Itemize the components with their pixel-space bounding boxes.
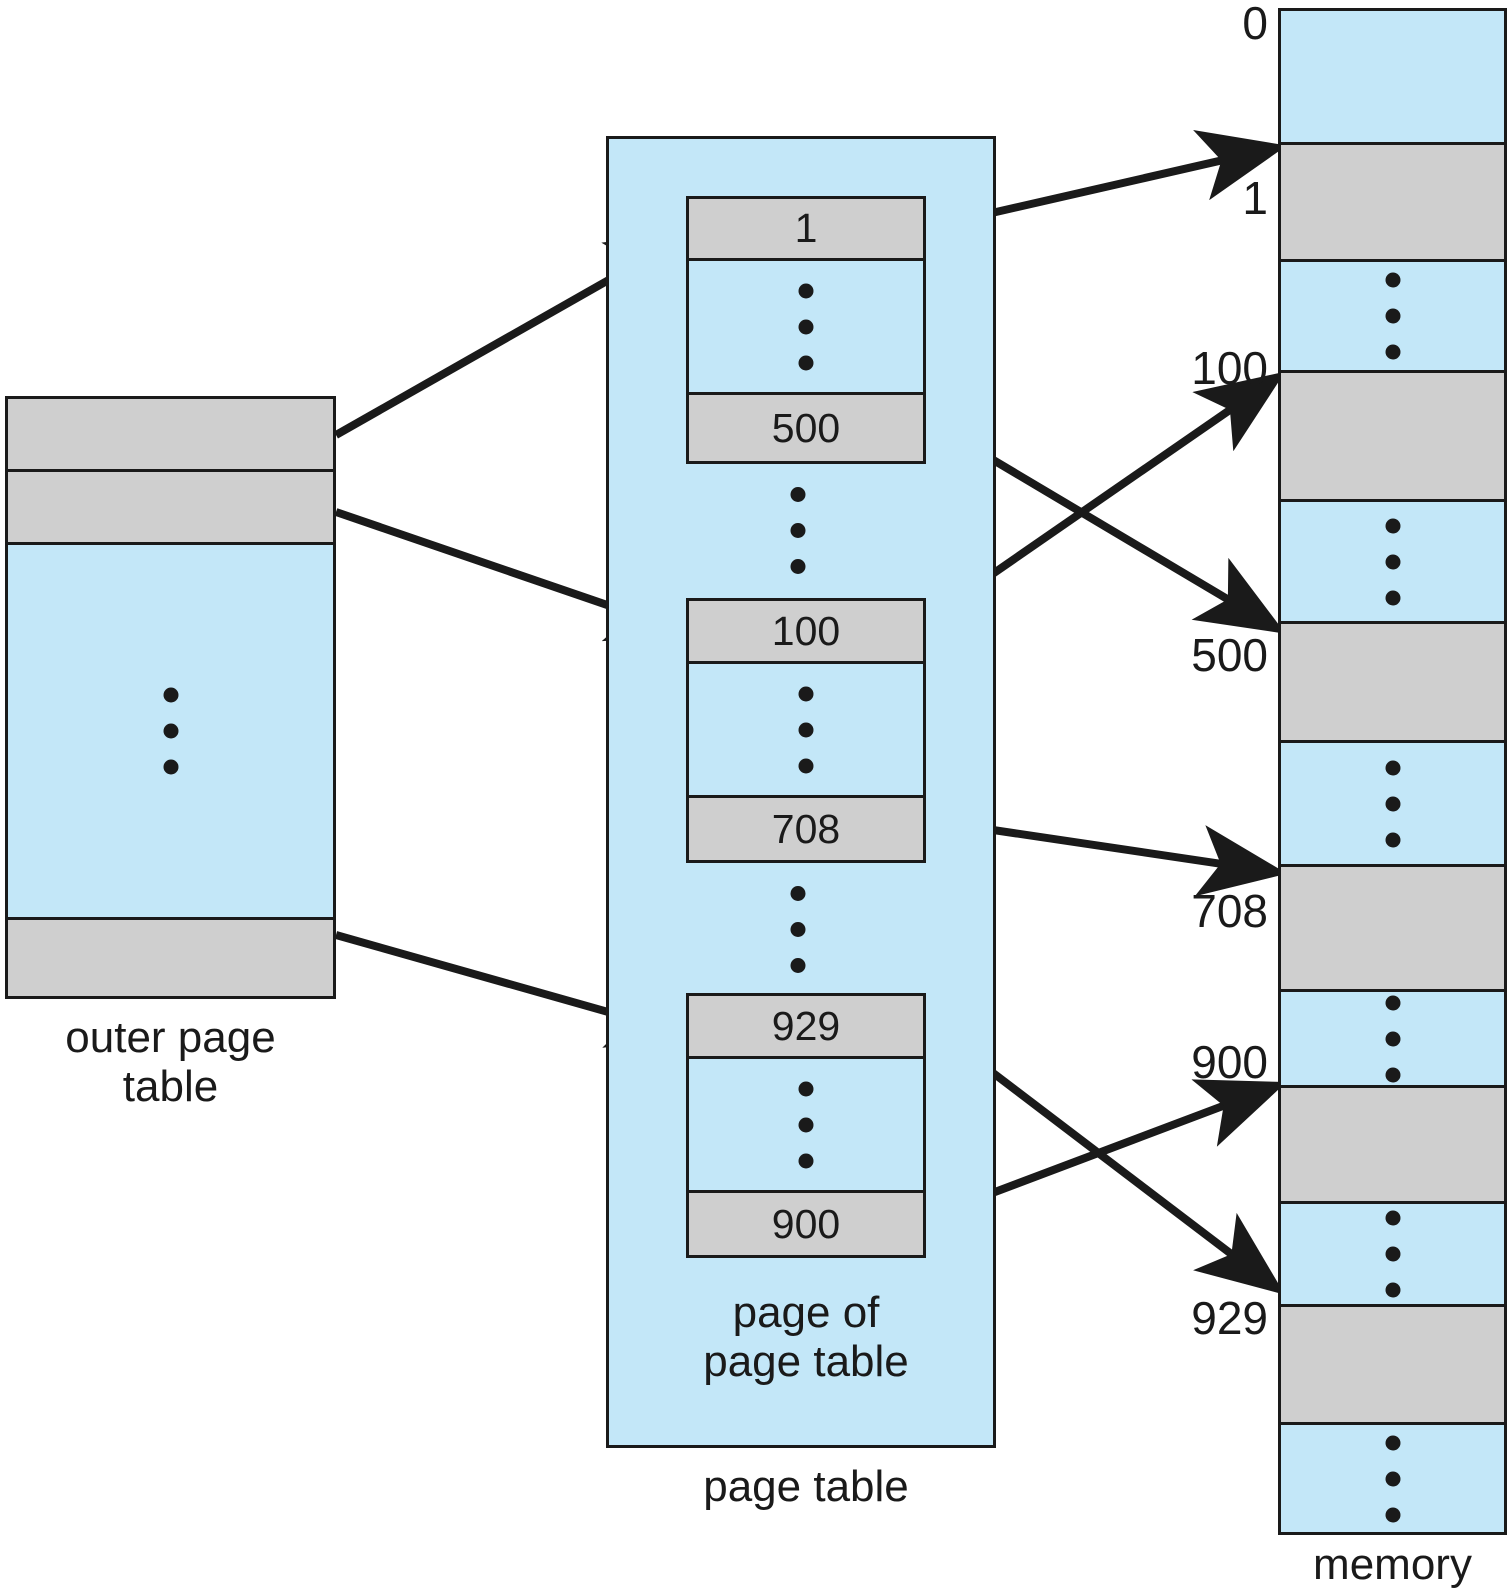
vertical-ellipsis-icon bbox=[163, 687, 178, 775]
memory-gap-4 bbox=[1278, 989, 1507, 1088]
memory-frame-900[interactable] bbox=[1278, 1085, 1507, 1204]
outer-page-table-caption: outer page table bbox=[65, 1013, 276, 1112]
memory-gap-2 bbox=[1278, 499, 1507, 624]
vertical-ellipsis-icon bbox=[1385, 518, 1400, 605]
memory-address-label-1: 1 bbox=[1242, 172, 1268, 224]
memory-frame-708[interactable] bbox=[1278, 864, 1507, 992]
memory-address-label-0: 0 bbox=[1242, 0, 1268, 49]
memory-caption: memory bbox=[1313, 1540, 1472, 1589]
memory-address-label-500: 500 bbox=[1191, 629, 1268, 681]
vertical-ellipsis-icon bbox=[790, 886, 806, 973]
vertical-ellipsis-icon bbox=[1385, 1210, 1400, 1298]
page-table-entry-100[interactable]: 100 bbox=[686, 598, 926, 664]
vertical-ellipsis-icon bbox=[1385, 1435, 1400, 1522]
page-table-entry-500[interactable]: 500 bbox=[686, 392, 926, 464]
page-table-entry-708-value: 708 bbox=[771, 805, 841, 852]
memory-frame-500[interactable] bbox=[1278, 621, 1507, 743]
page-table-group-0-gap bbox=[686, 258, 926, 395]
memory-frame-0[interactable] bbox=[1278, 8, 1507, 145]
memory-address-label-929: 929 bbox=[1191, 1292, 1268, 1344]
vertical-ellipsis-icon bbox=[798, 283, 814, 370]
memory-frame-1[interactable] bbox=[1278, 142, 1507, 262]
outer-page-table-gap bbox=[5, 542, 336, 920]
memory-gap-6 bbox=[1278, 1422, 1507, 1535]
vertical-ellipsis-icon bbox=[1385, 272, 1400, 360]
memory-gap-5 bbox=[1278, 1201, 1507, 1307]
page-table-caption: page table bbox=[703, 1462, 909, 1511]
memory-frame-100[interactable] bbox=[1278, 370, 1507, 502]
page-of-page-table-caption: page of page table bbox=[703, 1288, 909, 1387]
page-table-entry-900-value: 900 bbox=[771, 1200, 841, 1247]
memory-address-label-100: 100 bbox=[1191, 342, 1268, 394]
vertical-ellipsis-icon bbox=[790, 487, 806, 574]
outer-page-table-entry-0[interactable] bbox=[5, 396, 336, 472]
memory-frame-929[interactable] bbox=[1278, 1304, 1507, 1425]
page-table-entry-1[interactable]: 1 bbox=[686, 196, 926, 261]
page-table-entry-900[interactable]: 900 bbox=[686, 1190, 926, 1258]
outer-page-table-entry-1[interactable] bbox=[5, 469, 336, 545]
page-table-group-2-gap bbox=[686, 1056, 926, 1193]
memory-gap-1 bbox=[1278, 259, 1507, 373]
vertical-ellipsis-icon bbox=[798, 686, 814, 773]
page-table-entry-500-value: 500 bbox=[771, 404, 841, 451]
vertical-ellipsis-icon bbox=[1385, 760, 1400, 847]
page-table-entry-929[interactable]: 929 bbox=[686, 993, 926, 1059]
page-table-entry-100-value: 100 bbox=[771, 607, 841, 654]
page-table-entry-1-value: 1 bbox=[794, 205, 818, 251]
vertical-ellipsis-icon bbox=[1385, 995, 1400, 1082]
memory-address-label-708: 708 bbox=[1191, 885, 1268, 937]
memory-address-label-900: 900 bbox=[1191, 1036, 1268, 1088]
outer-page-table-entry-3[interactable] bbox=[5, 917, 336, 999]
page-table-entry-929-value: 929 bbox=[771, 1002, 841, 1049]
page-table-group-1-gap bbox=[686, 661, 926, 798]
memory-gap-3 bbox=[1278, 740, 1507, 867]
page-table-entry-708[interactable]: 708 bbox=[686, 795, 926, 863]
vertical-ellipsis-icon bbox=[798, 1081, 814, 1168]
